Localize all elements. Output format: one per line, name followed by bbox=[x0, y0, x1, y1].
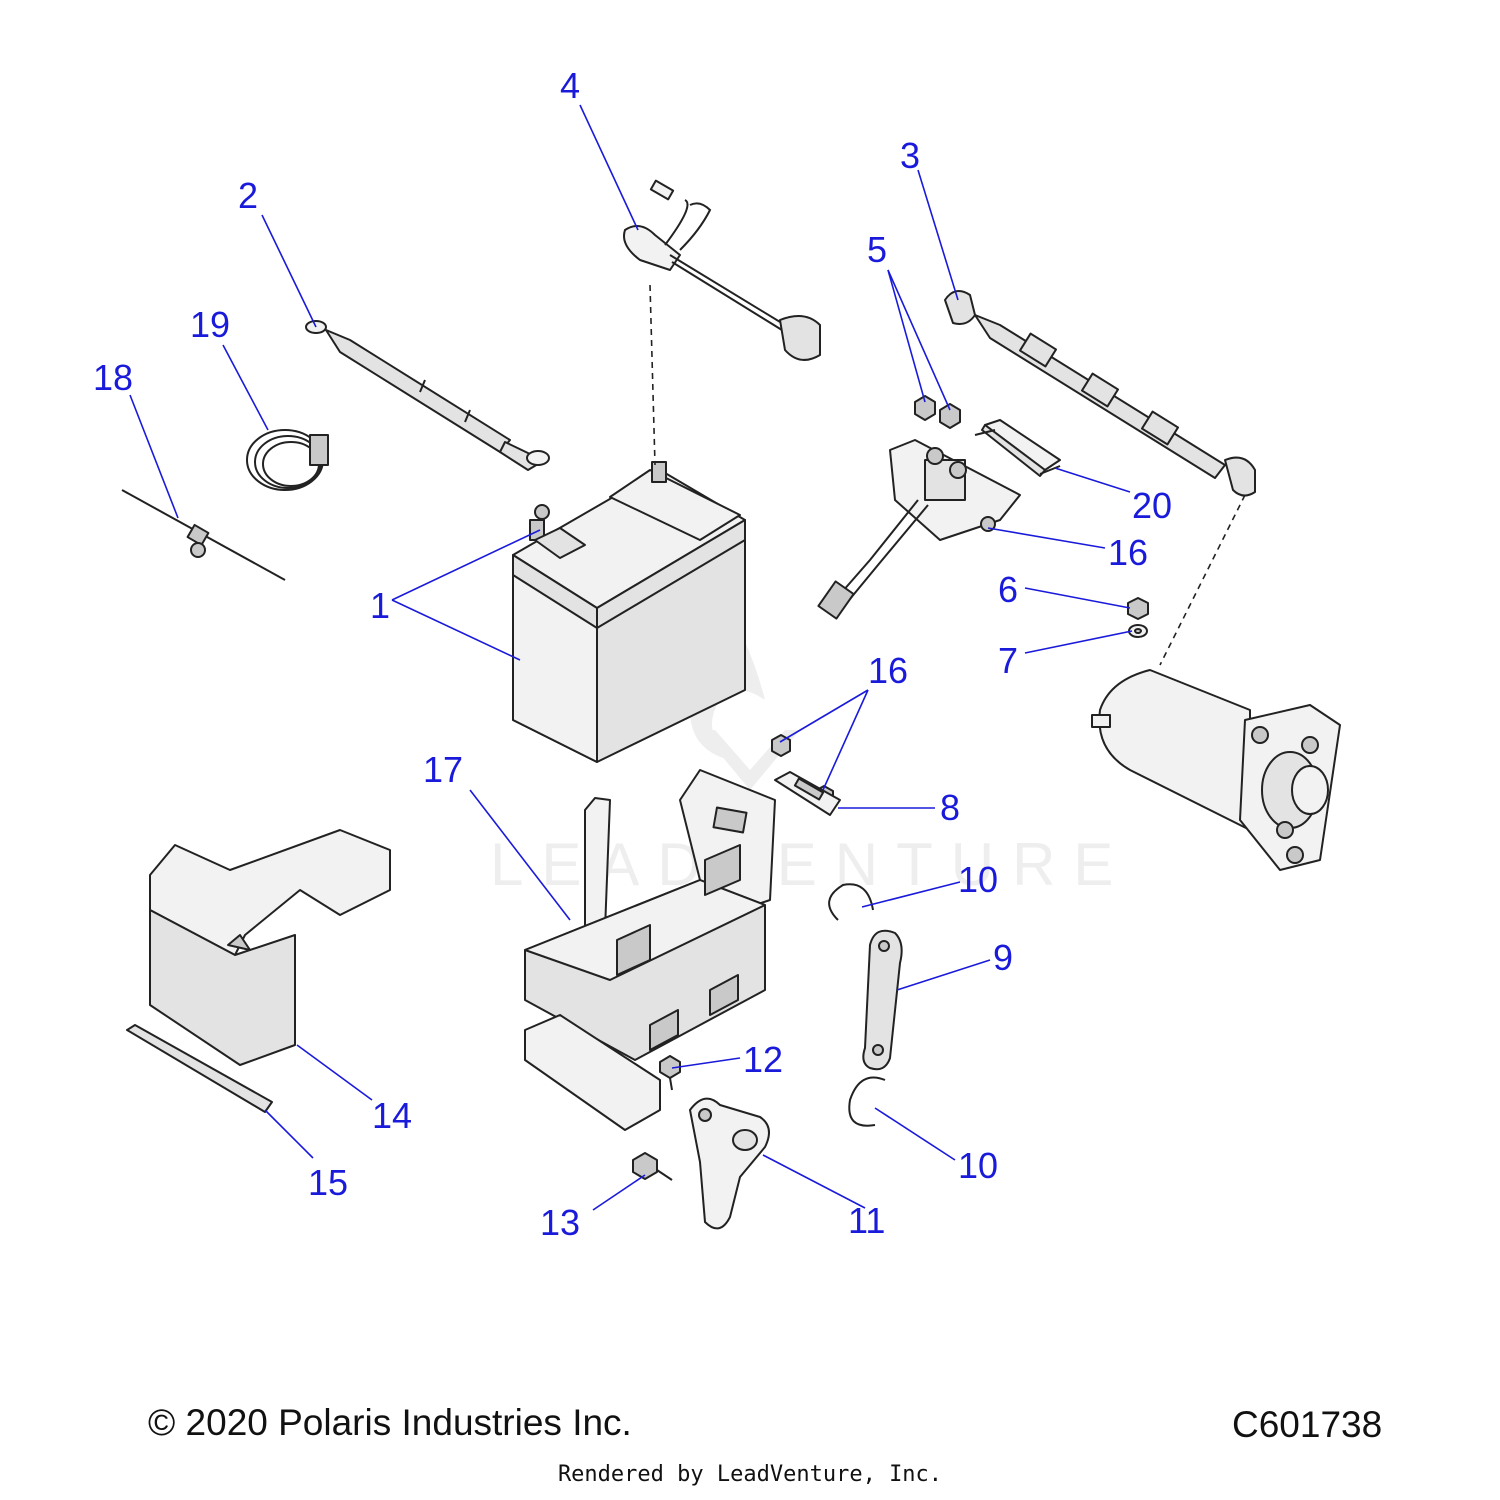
callout-14: 14 bbox=[372, 1095, 412, 1136]
battery-tray bbox=[524, 769, 776, 1131]
battery-cover bbox=[149, 829, 391, 1066]
callout-3: 3 bbox=[900, 135, 920, 176]
callout-16-upper: 16 bbox=[1108, 532, 1148, 573]
retaining-clips bbox=[828, 883, 886, 1127]
copyright-notice: © 2020 Polaris Industries Inc. bbox=[148, 1402, 632, 1443]
cable-tie-bundle bbox=[246, 429, 329, 491]
callout-15: 15 bbox=[308, 1162, 348, 1203]
callout-13: 13 bbox=[540, 1202, 580, 1243]
solenoid-bracket bbox=[974, 419, 1061, 477]
callout-4: 4 bbox=[560, 65, 580, 106]
battery bbox=[512, 461, 746, 763]
positive-cable bbox=[944, 290, 1256, 497]
callout-6: 6 bbox=[998, 569, 1018, 610]
rendered-by-credit: Rendered by LeadVenture, Inc. bbox=[557, 1462, 943, 1487]
bolts bbox=[632, 1055, 681, 1181]
callout-20: 20 bbox=[1132, 485, 1172, 526]
callout-11: 11 bbox=[848, 1200, 885, 1241]
starter-motor bbox=[1091, 669, 1341, 871]
mounting-bracket bbox=[689, 1097, 770, 1230]
callout-18: 18 bbox=[93, 357, 133, 398]
negative-cable bbox=[305, 320, 550, 471]
callout-10-lower: 10 bbox=[958, 1145, 998, 1186]
callout-1: 1 bbox=[370, 585, 390, 626]
battery-strap-link bbox=[774, 771, 841, 816]
leader-lines bbox=[129, 104, 1133, 1211]
foam-strip bbox=[126, 1024, 273, 1113]
callout-10-upper: 10 bbox=[958, 859, 998, 900]
terminal-nuts bbox=[914, 395, 961, 429]
callout-numbers: 1 2 3 4 5 6 7 8 9 10 10 11 12 13 14 15 1… bbox=[93, 65, 1172, 1243]
callout-8: 8 bbox=[940, 787, 960, 828]
callout-17: 17 bbox=[423, 749, 463, 790]
harness-lead bbox=[623, 179, 821, 466]
cable-tie-mount bbox=[121, 489, 286, 581]
callout-12: 12 bbox=[743, 1039, 783, 1080]
callout-7: 7 bbox=[998, 640, 1018, 681]
callout-5: 5 bbox=[867, 229, 887, 270]
callout-19: 19 bbox=[190, 304, 230, 345]
callout-16-lower: 16 bbox=[868, 650, 908, 691]
figure-code: C601738 bbox=[1232, 1404, 1383, 1445]
rubber-strap bbox=[862, 929, 903, 1071]
callout-9: 9 bbox=[993, 937, 1013, 978]
callout-2: 2 bbox=[238, 175, 258, 216]
starter-solenoid bbox=[817, 439, 1021, 620]
